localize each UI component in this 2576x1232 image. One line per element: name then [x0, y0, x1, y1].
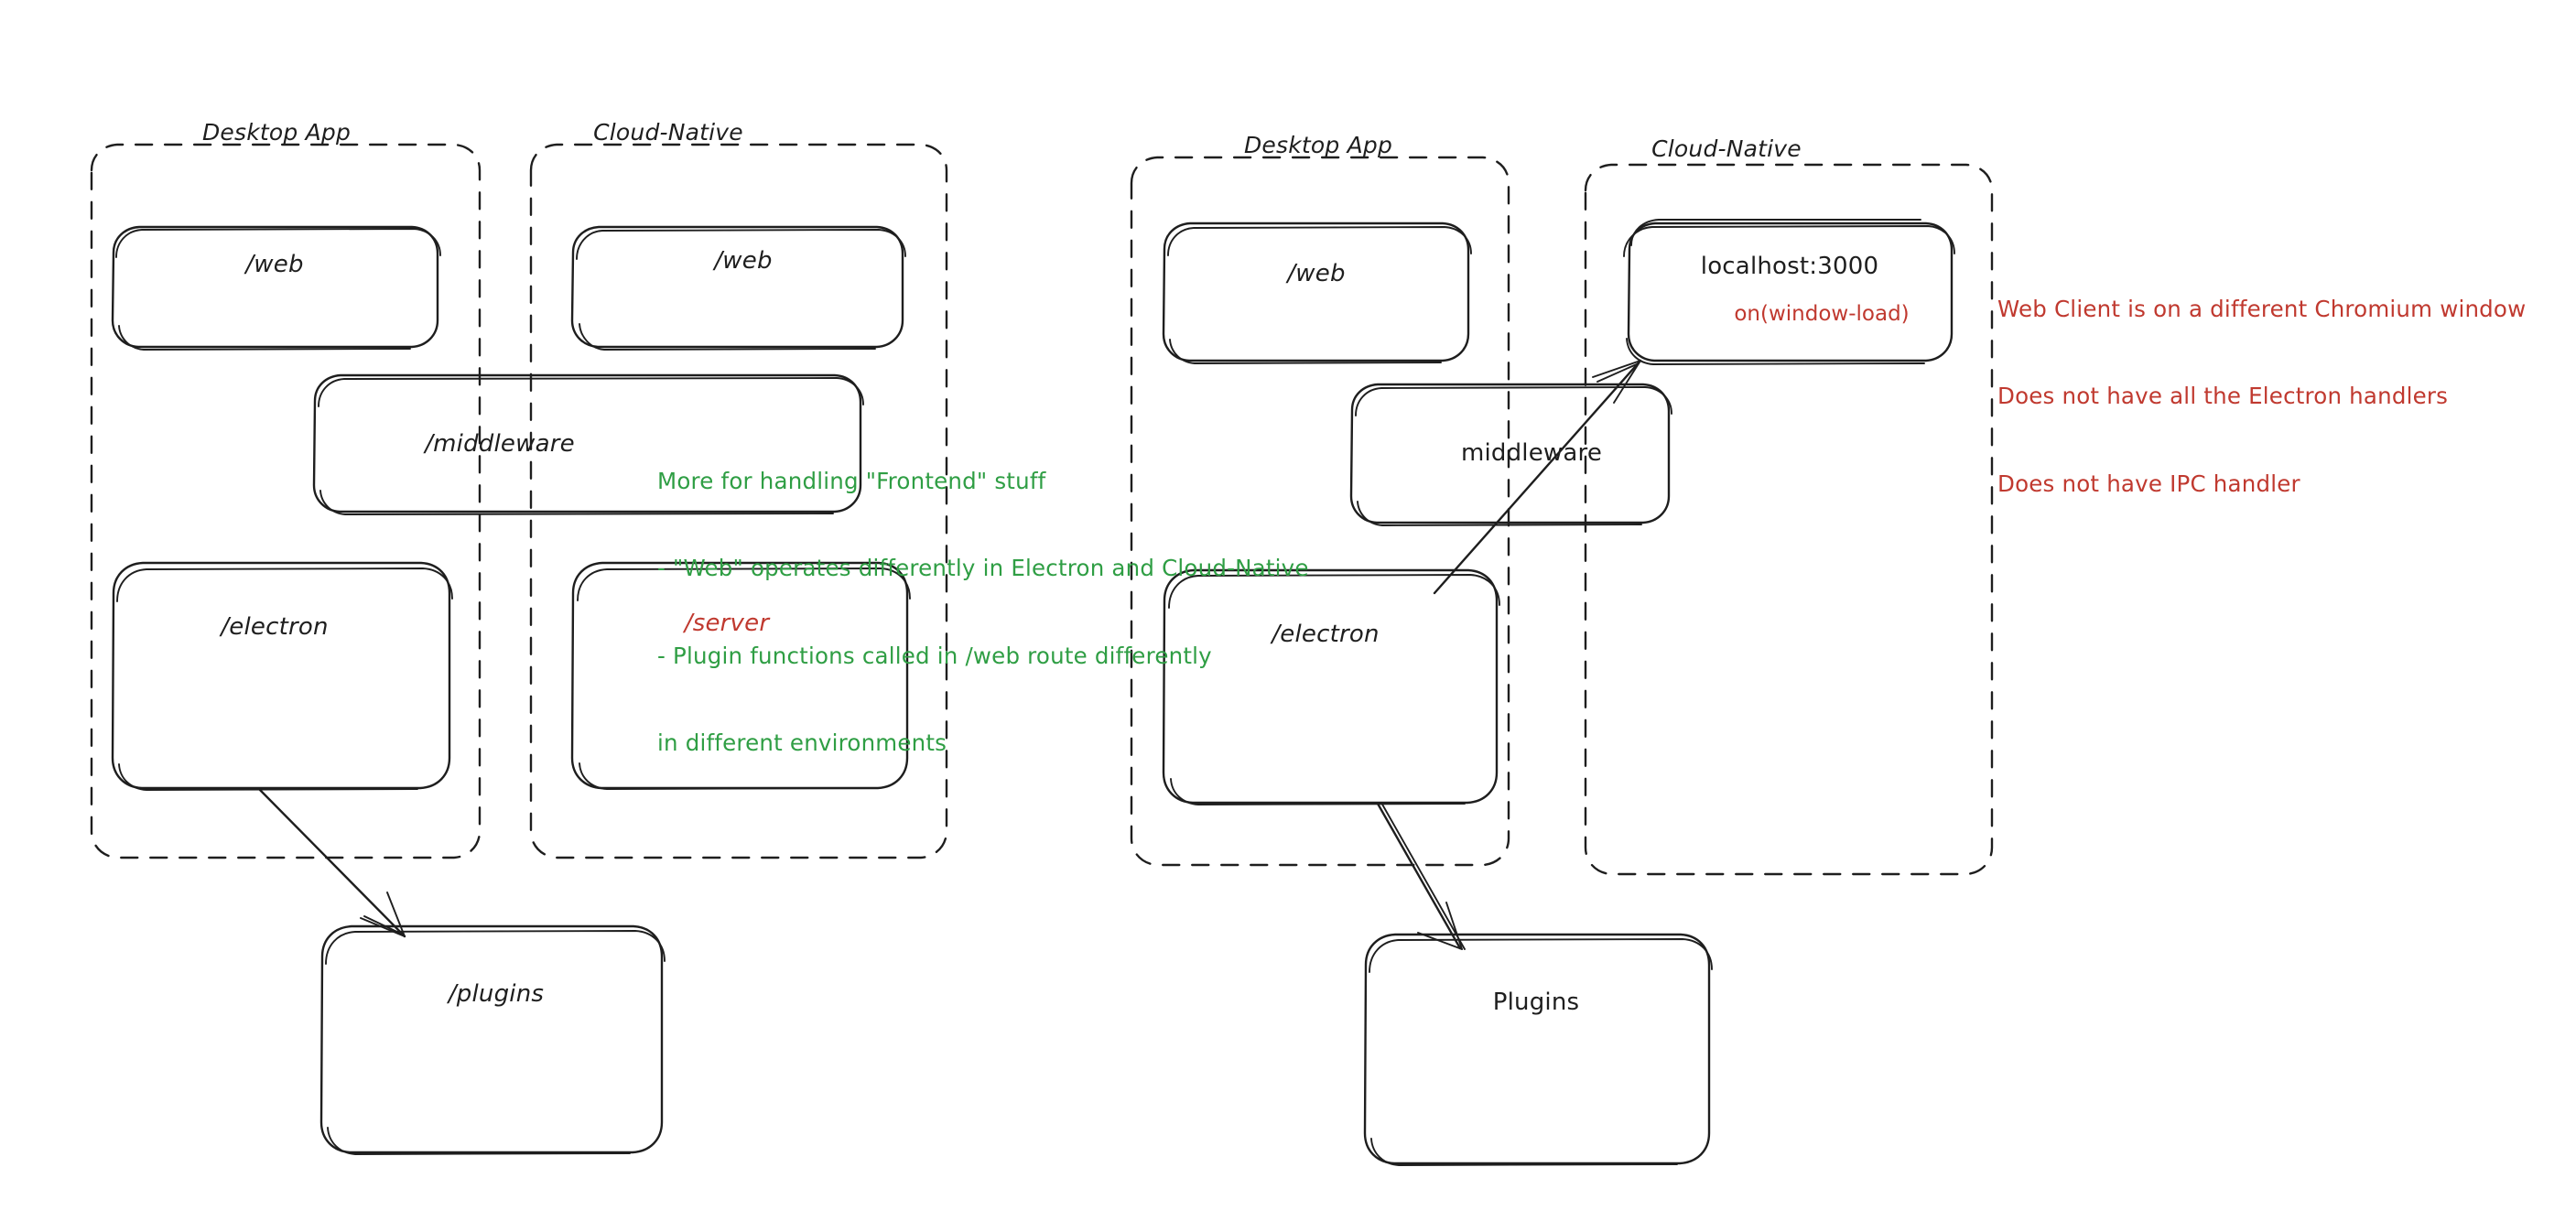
green-note-line-3: - Plugin functions called in /web route …: [657, 642, 1212, 669]
red-note-line-2: Does not have all the Electron handlers: [1997, 383, 2449, 410]
red-annotation-note: Web Client is on a different Chromium wi…: [1997, 236, 2526, 557]
left-plugins-label: /plugins: [448, 980, 545, 1008]
green-note-line-4: in different environments: [657, 729, 947, 757]
left-server-box[interactable]: [570, 561, 911, 790]
right-desktop-group-outline: [1130, 156, 1510, 867]
left-desktop-group-title: Desktop App: [201, 119, 352, 146]
right-localhost-label: localhost:3000: [1700, 253, 1879, 280]
red-note-line-1: Web Client is on a different Chromium wi…: [1997, 295, 2527, 322]
left-server-label: /server: [684, 610, 770, 637]
right-plugins-label: Plugins: [1492, 989, 1580, 1016]
left-desktop-group-outline: [90, 143, 482, 859]
right-localhost-sublabel: on(window-load): [1734, 302, 1910, 326]
red-note-line-3: Does not have IPC handler: [1997, 470, 2300, 497]
left-desktop-web-label: /web: [245, 251, 304, 278]
left-desktop-web-box[interactable]: [111, 225, 441, 351]
right-electron-to-localhost-arrow: [1433, 359, 1642, 595]
left-electron-to-plugins-arrow: [257, 787, 406, 938]
right-desktop-web-box[interactable]: [1162, 222, 1472, 364]
left-cloud-web-label: /web: [714, 247, 773, 275]
right-middleware-box[interactable]: [1349, 383, 1672, 526]
right-plugins-box[interactable]: [1363, 933, 1713, 1166]
left-electron-label: /electron: [221, 613, 329, 641]
left-middleware-label: /middleware: [425, 430, 575, 458]
right-electron-box[interactable]: [1162, 568, 1500, 805]
left-plugins-box[interactable]: [319, 924, 666, 1155]
right-cloud-group-outline: [1584, 163, 1994, 876]
right-electron-to-plugins-arrow: [1376, 802, 1466, 950]
green-note-line-2: - "Web" operates differently in Electron…: [657, 555, 1309, 582]
left-electron-box[interactable]: [111, 561, 453, 791]
left-middleware-box[interactable]: [312, 373, 864, 515]
left-cloud-web-box[interactable]: [570, 225, 906, 351]
left-cloud-group-outline: [529, 143, 948, 859]
right-desktop-web-label: /web: [1287, 260, 1346, 287]
right-middleware-label: middleware: [1460, 439, 1603, 467]
green-annotation-note: More for handling "Frontend" stuff - "We…: [657, 408, 1309, 816]
right-electron-label: /electron: [1272, 621, 1380, 648]
right-localhost-box[interactable]: [1623, 219, 1955, 365]
green-note-line-1: More for handling "Frontend" stuff: [657, 467, 1046, 494]
right-cloud-group-title: Cloud-Native: [1651, 135, 1802, 162]
right-desktop-group-title: Desktop App: [1243, 132, 1393, 158]
left-cloud-group-title: Cloud-Native: [593, 119, 743, 146]
